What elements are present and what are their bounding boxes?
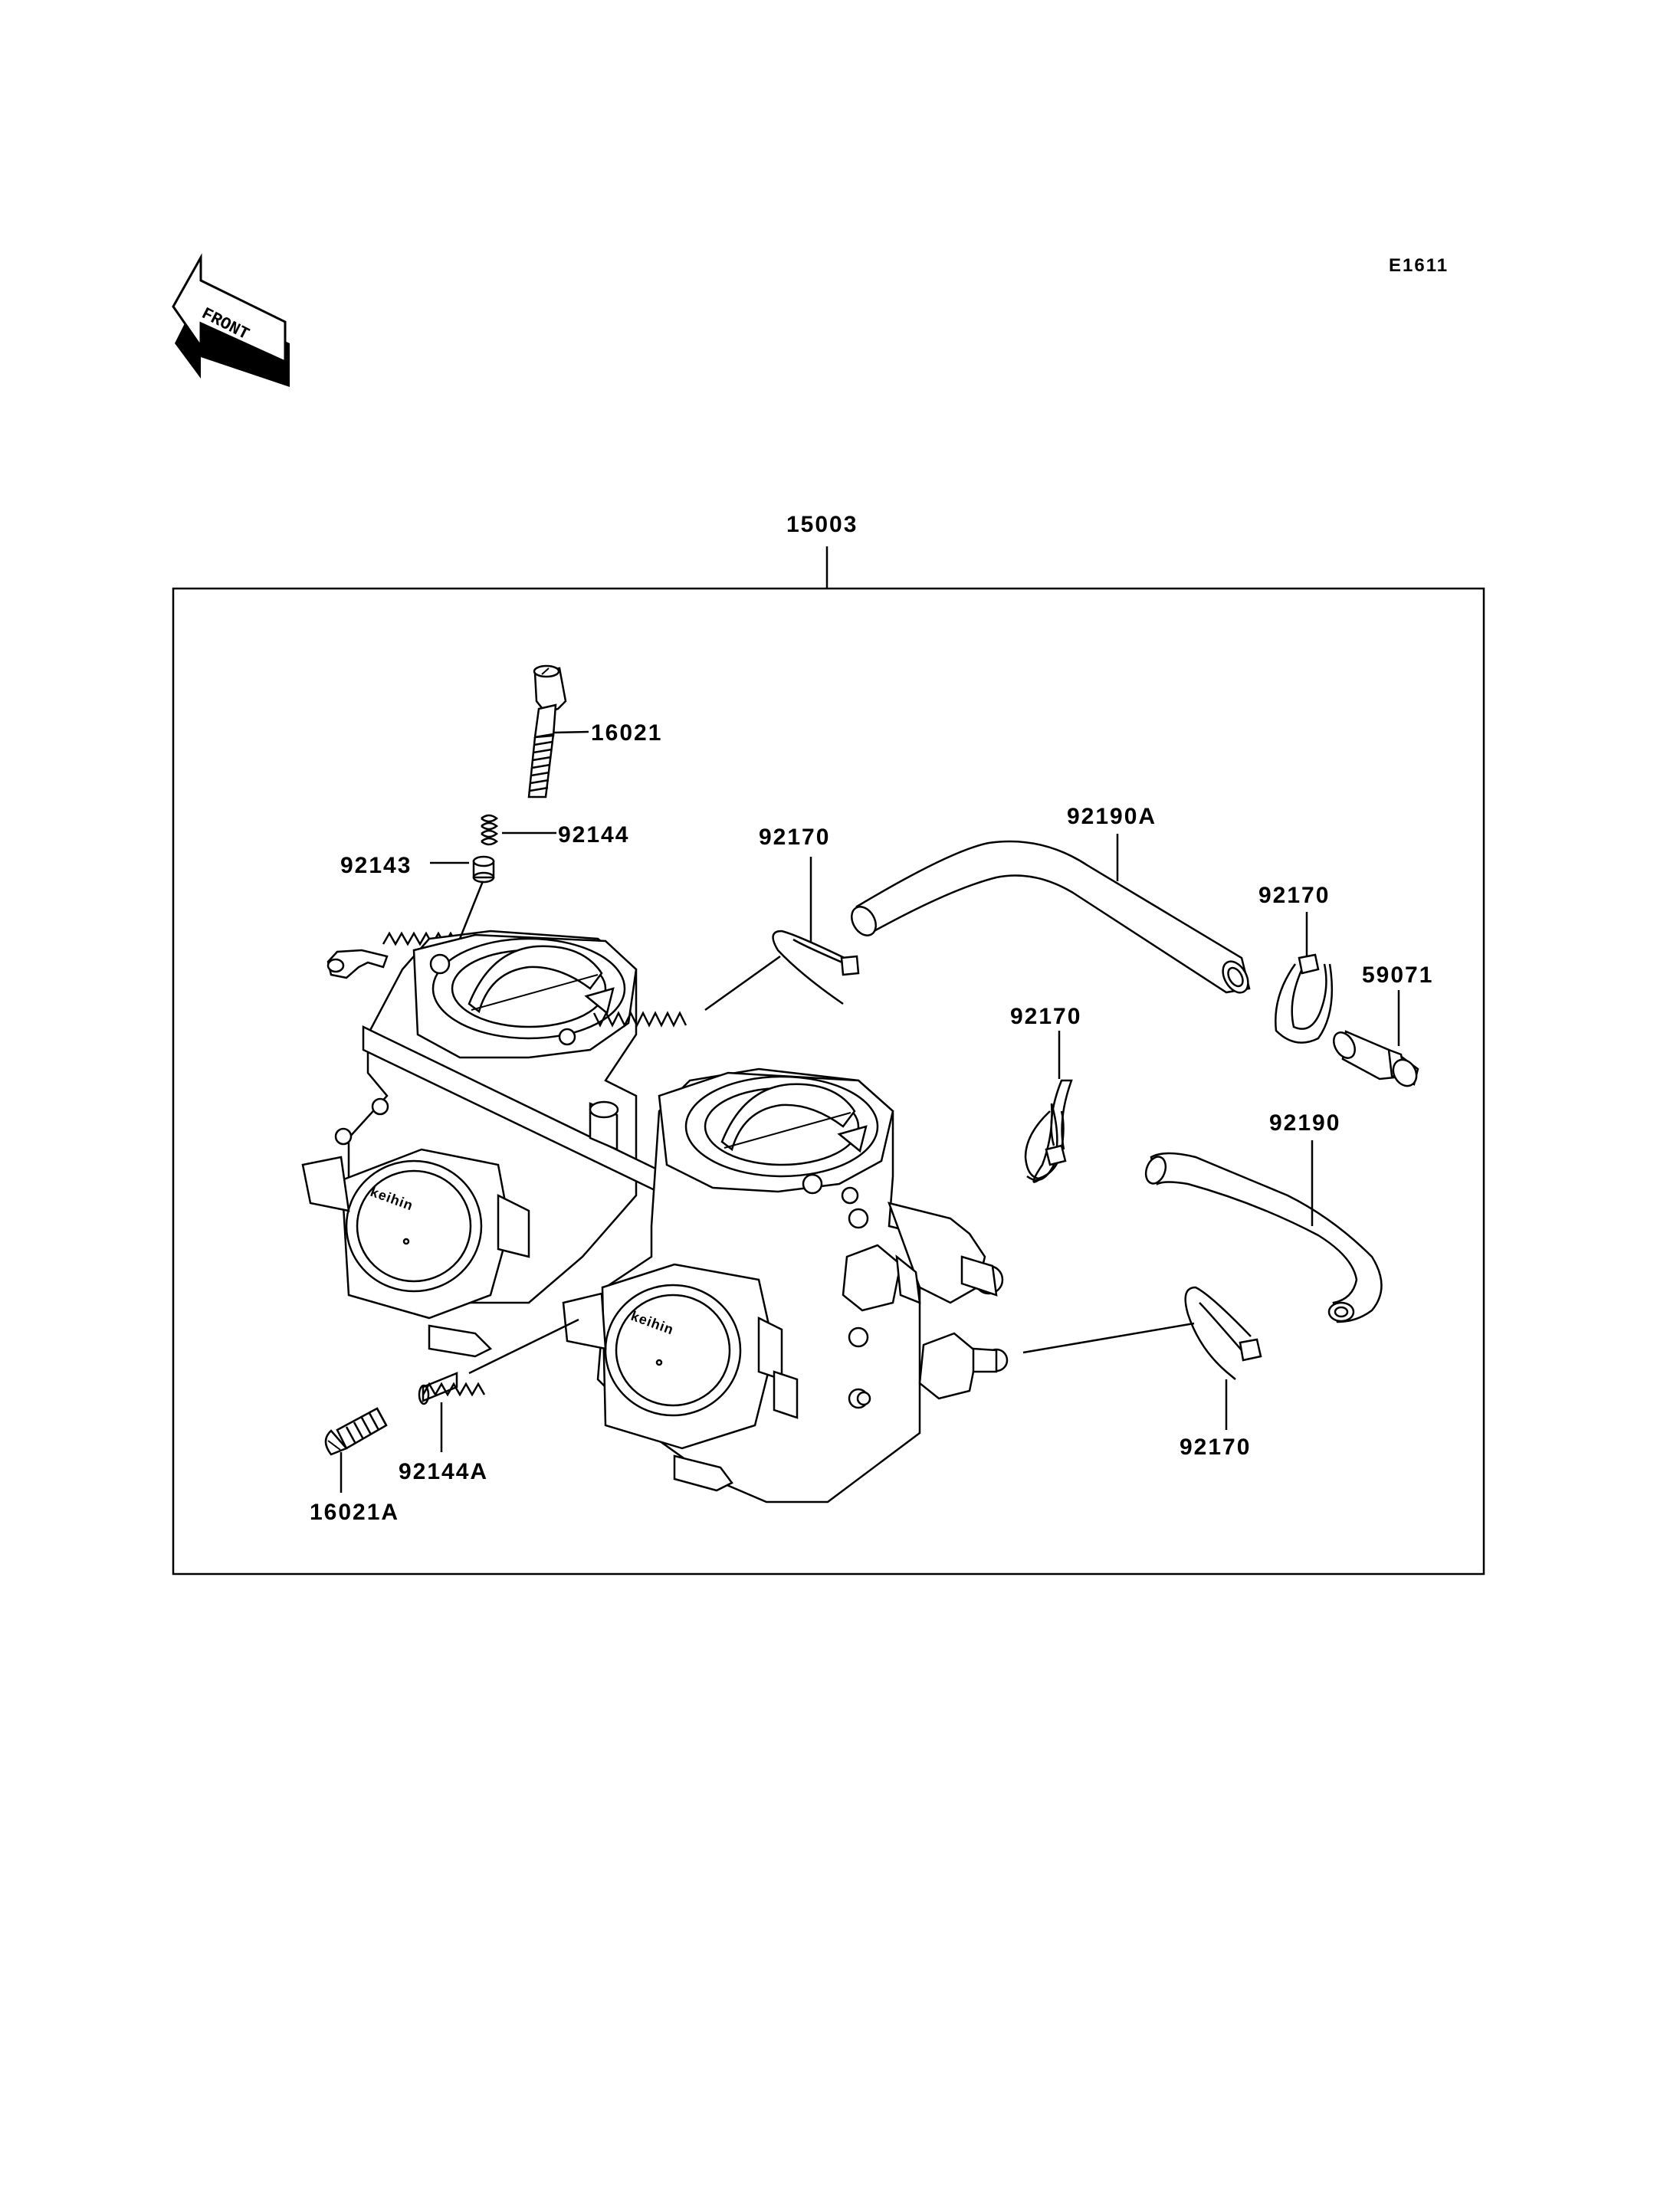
- part-92144A: 92144A: [399, 1318, 579, 1484]
- label-92170-a: 92170: [759, 825, 830, 850]
- part-16021: 16021: [527, 664, 662, 798]
- part-92170-a: 92170: [704, 825, 860, 1012]
- label-92190: 92190: [1269, 1110, 1340, 1136]
- part-92170-d: 92170: [1022, 1286, 1262, 1460]
- label-16021: 16021: [591, 720, 662, 746]
- label-92170-b: 92170: [1258, 883, 1330, 908]
- label-92144: 92144: [558, 822, 629, 848]
- assembly-label: 15003: [786, 512, 858, 537]
- part-92190: 92190: [1144, 1110, 1383, 1323]
- assembly-frame: [172, 587, 1485, 1576]
- part-92143: 92143: [340, 853, 495, 939]
- label-59071: 59071: [1362, 962, 1433, 988]
- part-92170-c: 92170: [1010, 1004, 1081, 1183]
- label-92144A: 92144A: [399, 1459, 488, 1484]
- label-92170-d: 92170: [1180, 1435, 1251, 1460]
- assembly-callout: 15003: [786, 512, 858, 589]
- part-92144: 92144: [481, 814, 629, 848]
- part-59071: 59071: [1333, 962, 1433, 1087]
- label-92143: 92143: [340, 853, 412, 878]
- part-92190A: 92190A: [851, 804, 1251, 994]
- label-92190A: 92190A: [1067, 804, 1157, 829]
- part-16021A: 16021A: [310, 1407, 399, 1525]
- front-arrow-icon: FRONT: [172, 253, 290, 387]
- diagram-code: E1611: [1389, 255, 1449, 276]
- label-92170-c: 92170: [1010, 1004, 1081, 1029]
- part-92170-b: 92170: [1258, 883, 1334, 1044]
- carburetor-assembly-illustration: keihin: [301, 930, 1009, 1503]
- label-16021A: 16021A: [310, 1500, 399, 1525]
